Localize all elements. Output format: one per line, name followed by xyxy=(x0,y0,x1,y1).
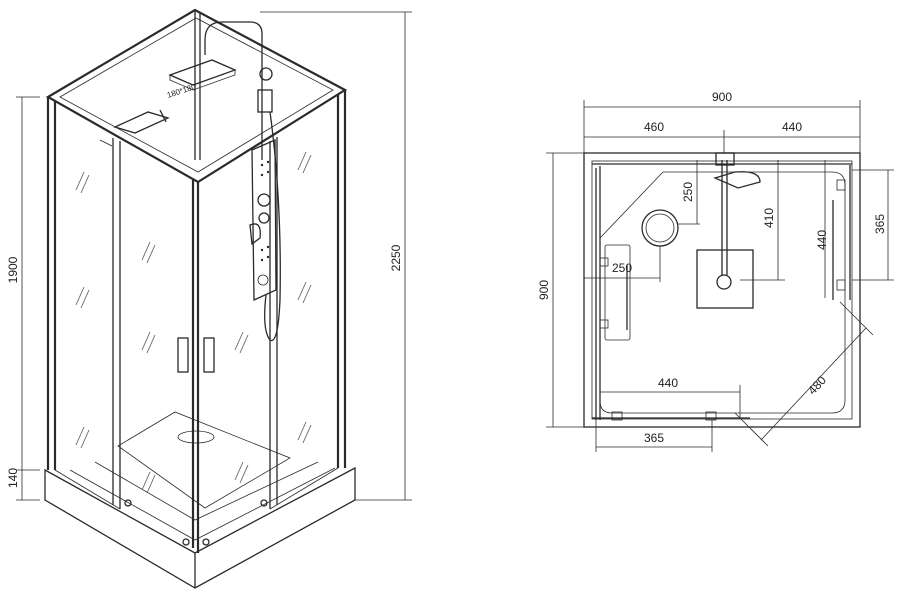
plan-mixer-icon xyxy=(713,171,761,189)
depth-900-label: 900 xyxy=(537,280,551,300)
vertical-365-label: 365 xyxy=(873,214,887,234)
horizontal-250-label: 250 xyxy=(612,261,632,275)
perspective-view: 180*180 xyxy=(6,8,412,589)
glass-doors xyxy=(54,137,339,546)
horizontal-440-label: 440 xyxy=(658,376,678,390)
plan-view: 900 460 440 900 250 410 440 365 250 xyxy=(537,90,894,452)
glass-reflections xyxy=(75,151,312,494)
door-handle-left xyxy=(177,337,189,373)
rain-shower-head-icon xyxy=(168,59,237,86)
vertical-440-label: 440 xyxy=(815,230,829,250)
shower-column: 180*180 xyxy=(99,21,281,342)
plan-rain-head-icon xyxy=(641,209,679,247)
height-2250-label: 2250 xyxy=(389,244,403,271)
vertical-410-label: 410 xyxy=(762,208,776,228)
offset-440-label: 440 xyxy=(782,120,802,134)
door-handle-right xyxy=(203,337,215,373)
drain-icon xyxy=(177,430,215,444)
height-140-label: 140 xyxy=(6,468,20,488)
shower-panel xyxy=(251,139,277,302)
diagonal-480-label: 480 xyxy=(805,373,829,397)
top-frame xyxy=(45,8,348,184)
mixer-knob-icon xyxy=(257,193,271,207)
height-1900-label: 1900 xyxy=(6,256,20,283)
shower-tray xyxy=(44,411,356,589)
plan-shelf xyxy=(604,244,631,341)
plan-drain-icon xyxy=(716,274,732,290)
horizontal-365-label: 365 xyxy=(644,431,664,445)
offset-460-label: 460 xyxy=(644,120,664,134)
plan-shower-head-square xyxy=(696,249,754,309)
vertical-250-label: 250 xyxy=(681,182,695,202)
frame-posts xyxy=(46,10,347,553)
shelf xyxy=(113,111,170,134)
dimension-lines-left: 1900 140 2250 xyxy=(6,11,412,501)
width-900-label: 900 xyxy=(712,90,732,104)
hand-shower-icon xyxy=(259,67,273,81)
plan-tray-outline xyxy=(599,171,846,414)
